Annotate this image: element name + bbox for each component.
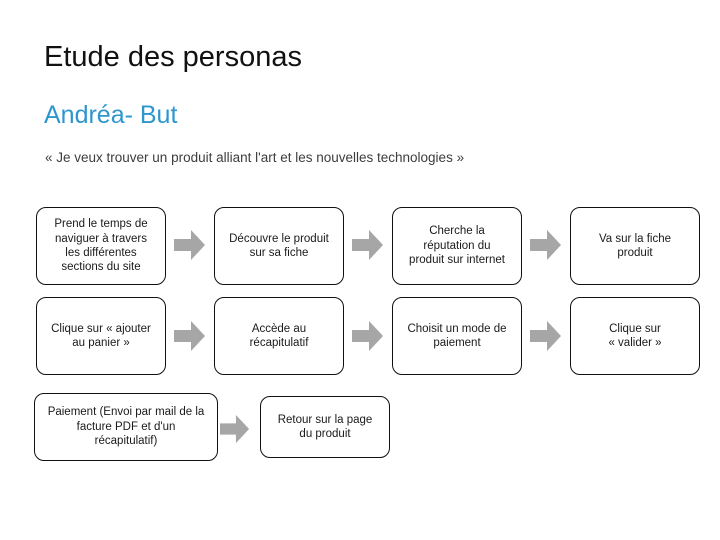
flow-step-label: Accède au récapitulatif: [249, 322, 309, 349]
flow-step-payment-email: Paiement (Envoi par mail de la facture P…: [34, 393, 218, 461]
flow-step-label: Clique sur « valider »: [608, 322, 662, 349]
flow-step-label: Prend le temps de naviguer à travers les…: [54, 218, 148, 274]
arrow-right-icon: [352, 229, 384, 261]
arrow-right-icon: [174, 229, 206, 261]
slide-title: Etude des personas: [44, 41, 302, 73]
flow-step-label: Paiement (Envoi par mail de la facture P…: [47, 406, 205, 448]
arrow-right-icon: [220, 414, 250, 444]
flow-step-discover-product: Découvre le produit sur sa fiche: [214, 207, 344, 285]
arrow-right-icon: [530, 320, 562, 352]
persona-quote: « Je veux trouver un produit alliant l'a…: [45, 150, 465, 165]
flow-step-label: Retour sur la page du produit: [277, 413, 373, 440]
flow-step-label: Clique sur « ajouter au panier »: [51, 322, 151, 349]
arrow-right-icon: [530, 229, 562, 261]
flow-step-go-product-page: Va sur la fiche produit: [570, 207, 700, 285]
flow-step-return-product-page: Retour sur la page du produit: [260, 396, 390, 458]
arrow-right-icon: [352, 320, 384, 352]
flow-step-check-reputation: Cherche la réputation du produit sur int…: [392, 207, 522, 285]
flow-step-label: Choisit un mode de paiement: [407, 322, 507, 349]
flow-step-click-validate: Clique sur « valider »: [570, 297, 700, 375]
arrow-right-icon: [174, 320, 206, 352]
flow-step-add-to-cart: Clique sur « ajouter au panier »: [36, 297, 166, 375]
flow-step-browse-sections: Prend le temps de naviguer à travers les…: [36, 207, 166, 285]
flow-step-view-summary: Accède au récapitulatif: [214, 297, 344, 375]
flow-step-label: Cherche la réputation du produit sur int…: [409, 225, 505, 267]
slide-subtitle: Andréa- But: [44, 101, 178, 129]
flow-step-label: Découvre le produit sur sa fiche: [229, 232, 329, 259]
flow-step-choose-payment: Choisit un mode de paiement: [392, 297, 522, 375]
flow-step-label: Va sur la fiche produit: [598, 232, 671, 259]
